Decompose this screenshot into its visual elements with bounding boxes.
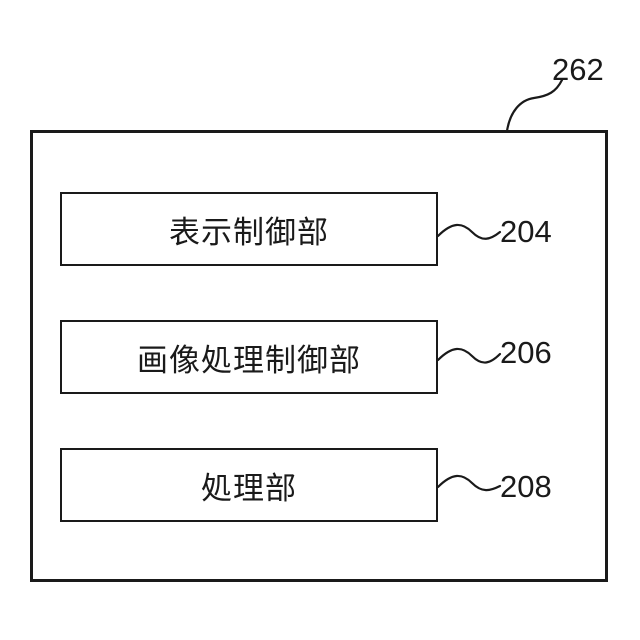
display-control-label: 表示制御部 [169,207,329,252]
processing-label: 処理部 [201,463,297,508]
image-processing-control-label: 画像処理制御部 [137,335,361,380]
display-control-block: 表示制御部 [60,192,438,266]
ref-number-204: 204 [500,216,552,247]
leader-line-outer [507,80,562,131]
image-processing-control-block: 画像処理制御部 [60,320,438,394]
ref-number-208: 208 [500,471,552,502]
processing-block: 処理部 [60,448,438,522]
ref-number-206: 206 [500,337,552,368]
ref-number-outer: 262 [552,54,604,85]
